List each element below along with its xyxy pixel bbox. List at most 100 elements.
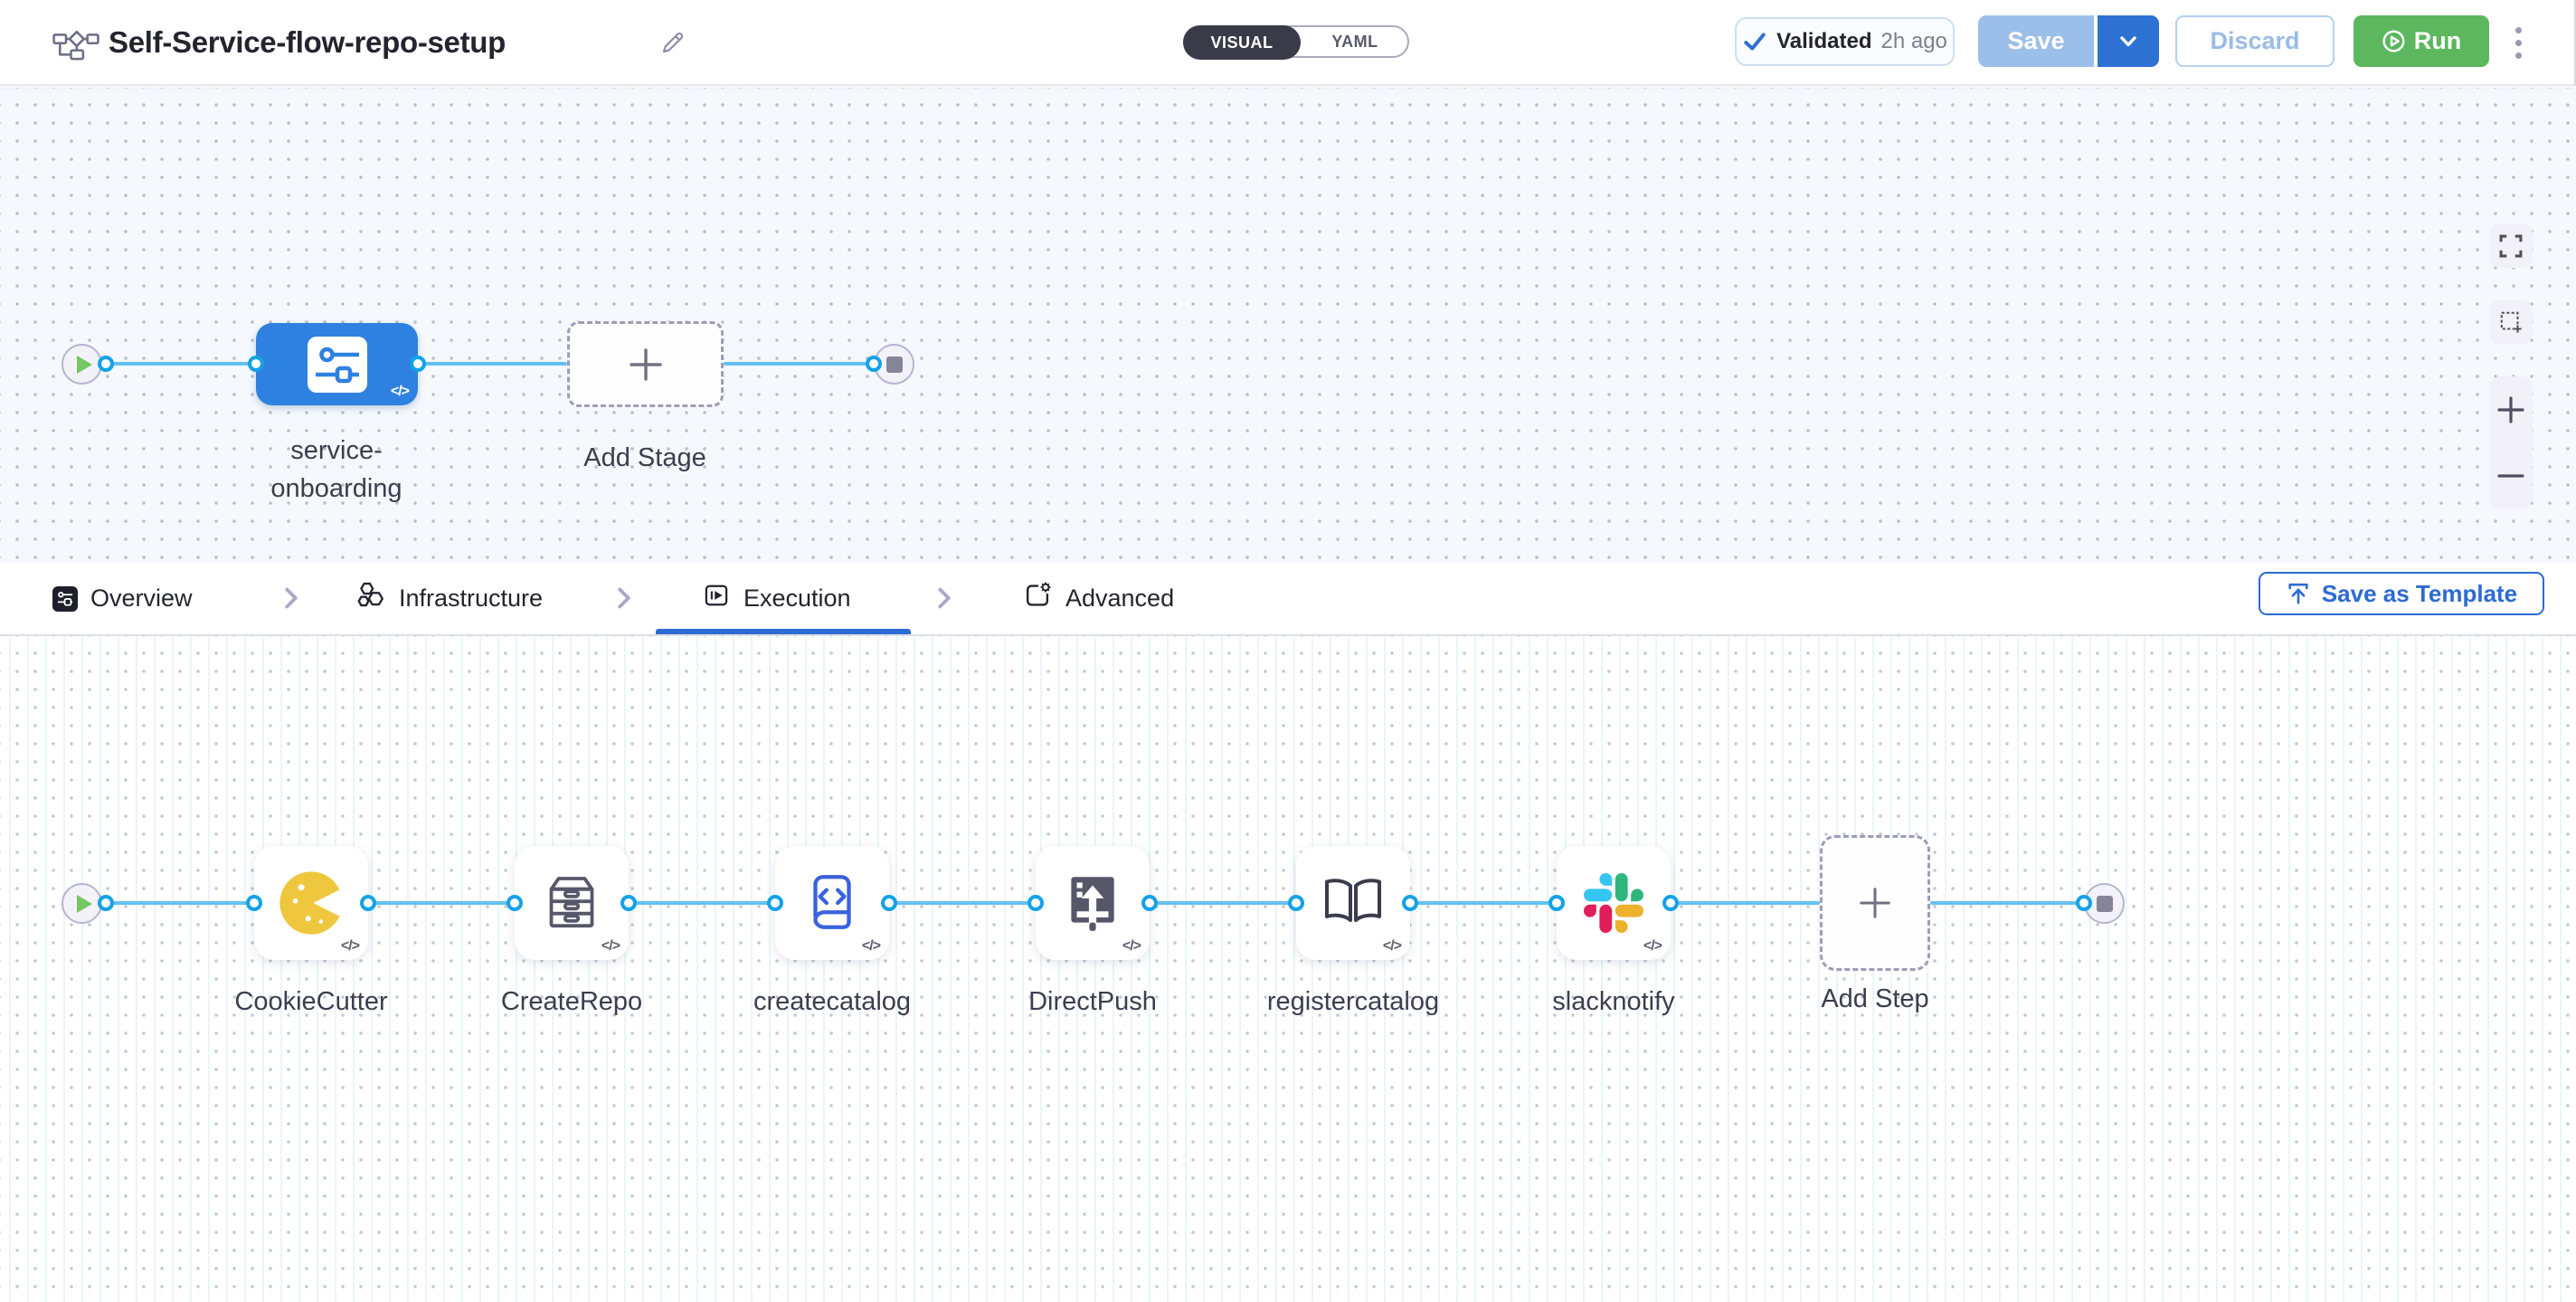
edit-pencil-icon[interactable]	[658, 28, 687, 62]
step-node-createcatalog[interactable]: </>	[775, 846, 889, 960]
marquee-select-button[interactable]	[2489, 300, 2533, 344]
pipeline-flowchart-icon	[52, 24, 99, 66]
add-stage-button[interactable]	[567, 321, 724, 407]
zoom-in-button[interactable]	[2489, 383, 2533, 437]
port	[1028, 895, 1044, 911]
execution-end-node[interactable]	[2084, 883, 2125, 924]
chevron-right-icon	[613, 586, 635, 614]
add-stage-label: Add Stage	[583, 443, 706, 472]
code-badge: </>	[390, 384, 410, 399]
step-node-slacknotify[interactable]: </>	[1557, 846, 1671, 960]
zoom-out-icon	[2497, 473, 2524, 478]
port	[360, 895, 376, 911]
connector-line	[629, 901, 775, 905]
stage-graph-canvas[interactable]: </> service-onboarding Add Stage	[0, 88, 2576, 563]
zoom-panel	[2489, 376, 2533, 508]
fullscreen-button[interactable]	[2489, 224, 2533, 268]
pipeline-end-node[interactable]	[874, 344, 914, 385]
page-title: Self-Service-flow-repo-setup	[109, 25, 507, 59]
chevron-right-icon	[933, 586, 955, 614]
repo-drawer-icon	[549, 877, 594, 928]
step-node-directpush[interactable]: </>	[1036, 846, 1150, 960]
port	[1548, 895, 1565, 911]
connector-line	[368, 901, 515, 905]
chevron-right-icon	[280, 586, 302, 614]
toggle-visual[interactable]: VISUAL	[1183, 25, 1301, 60]
zoom-out-button[interactable]	[2489, 449, 2533, 503]
toggle-yaml[interactable]: YAML	[1331, 32, 1378, 51]
step-label: DirectPush	[1028, 987, 1157, 1016]
port	[246, 895, 262, 911]
port	[1662, 895, 1679, 911]
execution-graph-canvas[interactable]: </> </> </>	[0, 636, 2576, 1302]
start-play-icon	[76, 355, 92, 374]
connector-line	[418, 362, 567, 366]
port	[410, 356, 426, 372]
port	[507, 895, 523, 911]
step-node-createrepo[interactable]: </>	[515, 846, 629, 960]
code-badge: </>	[1643, 938, 1662, 954]
advanced-gear-icon	[1022, 580, 1053, 617]
code-badge: </>	[1382, 938, 1402, 954]
run-play-icon	[2382, 30, 2405, 52]
connector-line	[1150, 901, 1296, 905]
step-node-cookiecutter[interactable]: </>	[254, 846, 368, 960]
more-options-kebab-icon[interactable]	[2509, 20, 2527, 65]
add-step-label: Add Step	[1821, 984, 1929, 1013]
connector-line	[1930, 901, 2084, 905]
stage-node-service-onboarding[interactable]: </>	[256, 323, 418, 405]
validated-label: Validated	[1776, 29, 1872, 53]
overview-stage-icon	[52, 585, 78, 612]
port	[1288, 895, 1304, 911]
step-label: createcatalog	[753, 987, 912, 1016]
code-badge: </>	[1122, 938, 1141, 954]
port	[98, 356, 114, 372]
infrastructure-hexagons-icon	[355, 580, 386, 617]
slack-icon	[1584, 873, 1643, 933]
save-button[interactable]: Save	[1978, 15, 2096, 67]
code-badge: </>	[340, 938, 360, 954]
connector-line	[106, 901, 254, 905]
upload-icon	[2288, 583, 2308, 604]
save-dropdown-button[interactable]	[2098, 15, 2159, 67]
tab-execution[interactable]: Execution	[702, 563, 851, 634]
tab-advanced[interactable]: Advanced	[1022, 563, 1174, 634]
chevron-down-icon	[2120, 35, 2136, 46]
port	[1402, 895, 1418, 911]
connector-line	[724, 362, 874, 366]
tab-overview[interactable]: Overview	[52, 563, 193, 634]
step-label: CreateRepo	[500, 987, 643, 1016]
plus-icon	[1860, 888, 1890, 918]
step-node-registercatalog[interactable]: </>	[1296, 846, 1410, 960]
add-step-button[interactable]	[1820, 835, 1930, 971]
step-label: registercatalog	[1266, 987, 1440, 1016]
open-book-icon	[1325, 879, 1381, 922]
port	[1141, 895, 1158, 911]
save-as-template-button[interactable]: Save as Template	[2259, 572, 2544, 615]
stop-icon	[886, 356, 903, 373]
header-bar: Self-Service-flow-repo-setup VISUAL YAML…	[0, 0, 2576, 86]
custom-stage-icon	[307, 336, 367, 393]
plus-icon	[629, 347, 662, 381]
step-label: slacknotify	[1552, 987, 1675, 1016]
execution-play-icon	[702, 581, 731, 616]
active-tab-underline	[656, 629, 911, 634]
discard-button[interactable]: Discard	[2175, 15, 2334, 67]
port	[866, 356, 882, 372]
connector-line	[889, 901, 1036, 905]
marquee-selection-icon	[2500, 311, 2522, 333]
validated-badge: Validated 2h ago	[1735, 17, 1955, 66]
execution-start-node[interactable]	[62, 883, 102, 924]
port	[881, 895, 897, 911]
port	[620, 895, 637, 911]
tab-infrastructure[interactable]: Infrastructure	[355, 563, 543, 634]
pipeline-start-node[interactable]	[62, 344, 102, 385]
stage-label: service-onboarding	[270, 436, 402, 503]
port	[98, 895, 114, 911]
run-button[interactable]: Run	[2353, 15, 2489, 67]
visual-yaml-toggle: VISUAL YAML	[1183, 25, 1409, 60]
port	[248, 356, 264, 372]
validated-time: 2h ago	[1880, 29, 1947, 53]
code-badge: </>	[861, 938, 881, 954]
